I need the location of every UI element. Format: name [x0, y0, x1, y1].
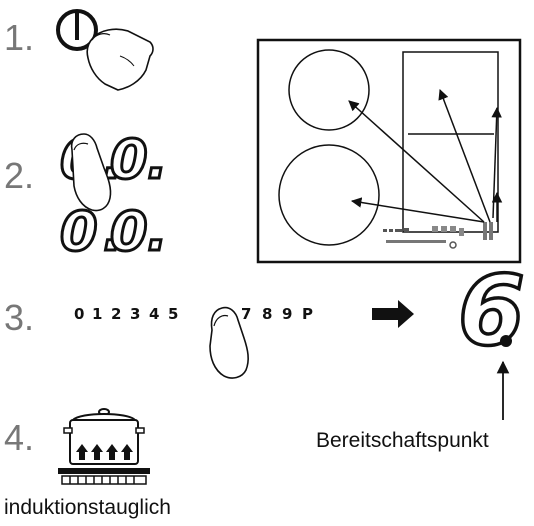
- display-bottom-right-point: .: [147, 200, 168, 263]
- result-digit: 6: [458, 255, 525, 367]
- standby-dot-label: Bereitschaftspunkt: [316, 429, 489, 452]
- standby-dot: [500, 335, 512, 347]
- arrow-to-front-left: [350, 197, 485, 223]
- display-bottom: 0 . 0 .: [59, 199, 170, 265]
- arrow-to-rear-left: [348, 100, 485, 223]
- scale-digit: 1: [92, 305, 102, 323]
- cooking-zone-front-left: [278, 144, 380, 246]
- scale-digit: 8: [262, 305, 272, 323]
- power-button-icon: [56, 9, 98, 51]
- step-1-number: 1.: [4, 17, 34, 58]
- display-bottom-right-digit: 0: [110, 200, 148, 263]
- pointing-finger-icon-step2: [70, 133, 112, 212]
- display-bottom-left-digit: 0: [60, 200, 98, 263]
- scale-digit: P: [302, 305, 313, 323]
- induction-plate-icon: [58, 468, 150, 485]
- display-bottom-left-point: .: [103, 200, 124, 263]
- scale-digit: 3: [130, 305, 140, 323]
- scale-digit: 4: [149, 305, 159, 323]
- cooking-pot-icon: [63, 408, 145, 465]
- scale-digit: 2: [111, 305, 121, 323]
- right-arrow-icon: [372, 300, 414, 328]
- step-4-number: 4.: [4, 417, 34, 458]
- cooking-zone-rear-left: [288, 49, 370, 131]
- scale-digit: 9: [282, 305, 292, 323]
- pointing-finger-icon-step3: [209, 306, 249, 379]
- display-top-right-digit: 0: [110, 128, 148, 191]
- arrow-to-flex-rear: [438, 89, 491, 223]
- scale-digit: 7: [241, 305, 251, 323]
- scale-digit: 5: [168, 305, 178, 323]
- scale-digit: 0: [74, 305, 84, 323]
- step-3-number: 3.: [4, 297, 34, 338]
- induction-label: induktionstauglich: [4, 496, 171, 519]
- cooktop-diagram: [256, 38, 522, 264]
- step-2-number: 2.: [4, 155, 34, 196]
- pointing-finger-icon: [86, 28, 154, 91]
- display-top-right-point: .: [147, 128, 168, 191]
- cooktop-frame: [256, 38, 522, 264]
- control-panel: [383, 222, 493, 249]
